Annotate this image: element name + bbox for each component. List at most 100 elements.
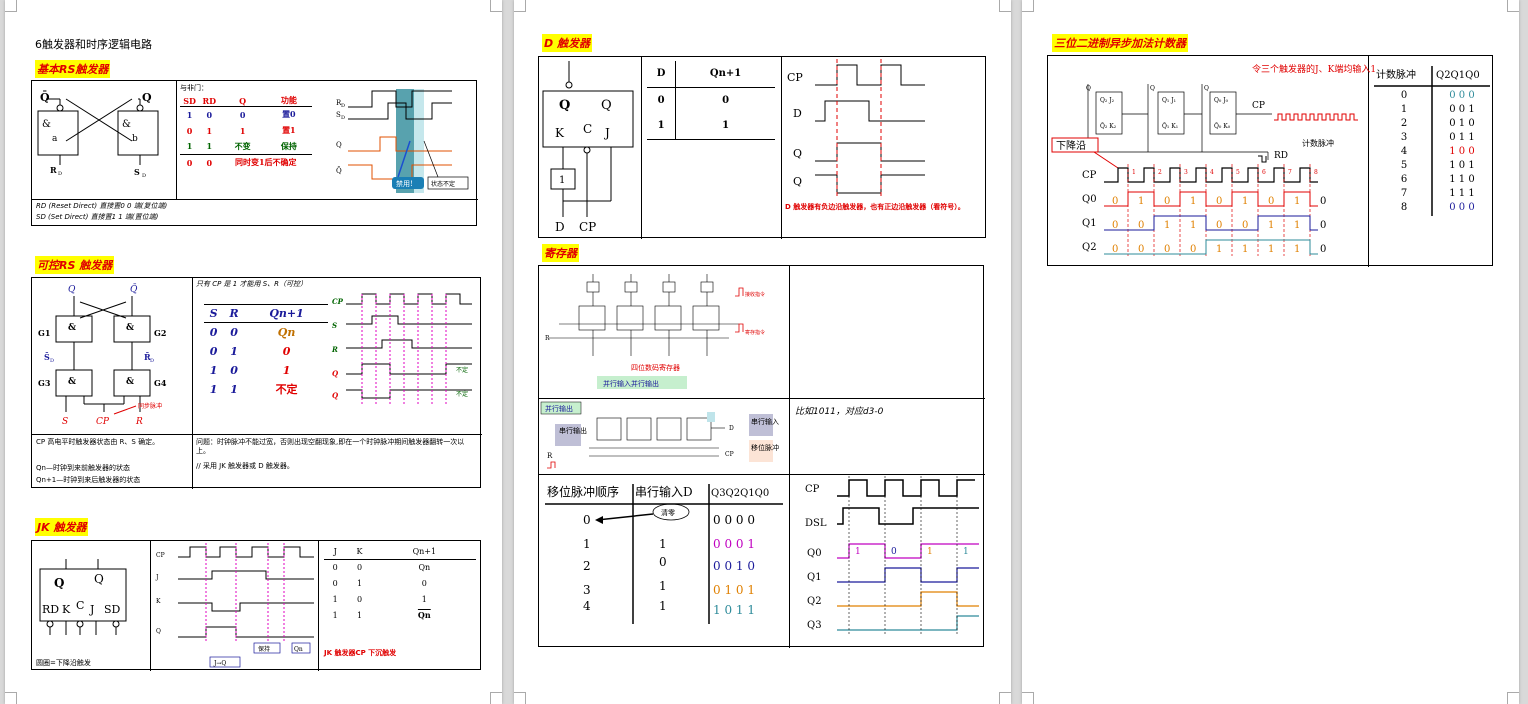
q1-value: 0 [1138, 220, 1144, 231]
note-right-2: // 采用 JK 触发器或 D 触发器。 [196, 462, 294, 470]
wave-label: DSL [805, 518, 827, 529]
register-section: R 接收指令 寄存指令 四位数码寄存器 并行输入并行输出 并行输出 串行输出 D [538, 265, 985, 648]
wave-label: Q1 [807, 572, 822, 583]
mode-label: 并行输入并行输出 [603, 379, 659, 388]
table-header: 移位脉冲顺序 [547, 484, 619, 499]
circle-note: 圆圈=下降沿触发 [36, 659, 91, 667]
svg-text:1: 1 [559, 175, 565, 186]
wave-note: 不定 [456, 366, 468, 374]
d-ff-note: D 触发器有负边沿触发器，也有正边沿触发器（看符号）。 [785, 203, 965, 211]
table-cell: 1 [332, 594, 338, 604]
heading-clocked-rs: 可控RS 触发器 [35, 256, 115, 274]
table-cell: 1 [421, 594, 427, 604]
svg-text:8: 8 [1314, 169, 1318, 176]
table-header: D [647, 61, 677, 87]
table-cell: 0 [206, 157, 213, 168]
q1-value: 0 [1216, 220, 1222, 231]
svg-text:6: 6 [1262, 169, 1266, 176]
clocked-rs-truth-table: S R Qn+1 0 0 Qn 0 1 0 1 0 1 1 1 [204, 304, 328, 399]
table-cell: 1 [1401, 104, 1407, 115]
svg-text:5: 5 [1236, 169, 1240, 176]
note-right-1: 问题：时钟脉冲不能过宽，否则出现空翻现象,即在一个时钟脉冲期间触发器翻转一次以上… [196, 438, 465, 455]
q0-value: 0 [1112, 196, 1118, 207]
table-cell: 1 [583, 537, 591, 551]
wave-note: 保持 [258, 645, 270, 653]
svg-text:Q: Q [559, 98, 570, 113]
gate-label: G4 [154, 378, 167, 388]
wave-label: Q [332, 369, 338, 378]
table-cell: 1 1 1 [1449, 188, 1474, 199]
svg-text:Q: Q [94, 572, 104, 586]
basic-rs-truth-table: SD RD Q 功能 1 0 0 置0 0 1 1 置1 1 1 不变 保持 [180, 95, 312, 171]
q2-value: 1 [1268, 244, 1274, 255]
counter-instruction: 令三个触发器的J、K端均输入1 [1252, 63, 1376, 75]
svg-text:3: 3 [1184, 169, 1188, 176]
table-cell: 0 [332, 578, 338, 588]
svg-text:1: 1 [1132, 169, 1136, 176]
q1-value: 0 [1242, 220, 1248, 231]
falling-edge-label: 下降沿 [1056, 139, 1086, 152]
basic-rs-circuit: Q̄ Q & a & b R D S D [37, 90, 159, 179]
svg-text:R̄: R̄ [144, 352, 151, 362]
table-cell: 0 [1401, 90, 1407, 101]
q0-value: 1 [1294, 196, 1300, 207]
svg-text:D: D [142, 173, 146, 179]
page-corner [514, 0, 526, 12]
clocked-rs-waveform: CP S R Q Q 不定 不定 [331, 293, 472, 404]
table-cell: 不定 [275, 383, 298, 396]
svg-text:Q̄₀ K₀: Q̄₀ K₀ [1214, 123, 1231, 130]
table-cell: Qn [417, 610, 431, 620]
page-2: D 触发器 Q Q K C J 1 D CP D [514, 0, 1011, 704]
table-cell: 0 [356, 594, 363, 604]
table-cell: 1 [186, 141, 193, 152]
nand-note: 与非门： [180, 84, 208, 92]
table-cell: 1 [209, 382, 218, 396]
svg-text:&: & [126, 323, 134, 333]
table-cell: 不变 [234, 140, 251, 151]
page-corner [999, 0, 1011, 12]
q2-value: 1 [1294, 244, 1300, 255]
svg-text:&: & [68, 323, 76, 333]
q1-value: 1 [1164, 220, 1170, 231]
wave-note: 禁用! [396, 180, 413, 188]
condition-note: 只有 CP 是 1 才能用 S、R（可控） [196, 280, 307, 288]
svg-text:S: S [336, 111, 341, 119]
table-cell: 0 0 1 0 [713, 559, 755, 573]
table-cell: 0 [206, 109, 213, 120]
table-header: Qn+1 [269, 307, 304, 320]
wave-label: Q0 [807, 548, 822, 559]
gate-label: G1 [38, 328, 50, 338]
table-cell: 3 [583, 583, 591, 597]
page-corner [490, 692, 502, 704]
pin-label: SD [104, 603, 121, 616]
svg-text:Q: Q [142, 91, 152, 104]
parallel-register-circuit: R 接收指令 寄存指令 四位数码寄存器 并行输入并行输出 [545, 274, 765, 389]
table-cell: 2 [1401, 118, 1407, 129]
table-header: 功能 [280, 95, 297, 105]
svg-text:Q̄₁ K₁: Q̄₁ K₁ [1162, 123, 1178, 130]
shift-waveform: CP DSL Q0 Q1 Q2 Q3 1 0 1 1 [805, 476, 979, 636]
clear-label: 清零 [661, 508, 675, 517]
register-title: 四位数码寄存器 [631, 363, 680, 372]
svg-text:Q₀ J₀: Q₀ J₀ [1214, 97, 1229, 104]
q0-value: 1 [1138, 196, 1144, 207]
wave-label: Q0 [1082, 194, 1097, 205]
clocked-rs-section: Q Q̄ & & & & G1 G2 G3 G4 S̄D R̄D [31, 277, 482, 489]
svg-text:D: D [58, 171, 62, 177]
note-rd: RD (Reset Direct) 直接置0 0 端(复位端) [36, 202, 168, 210]
example-note: 比如1011，对应d3-0 [795, 407, 884, 417]
note-left-3: Qn+1—时钟到来后触发器的状态 [36, 476, 141, 484]
jk-note: JK 触发器CP 下沉触发 [324, 649, 397, 657]
table-cell: 0 0 0 1 [713, 537, 755, 551]
page-corner [5, 0, 17, 12]
pin-label: K [62, 603, 71, 616]
q2-value: 0 [1112, 244, 1118, 255]
input-label: CP [96, 417, 110, 427]
table-header: Q3Q2Q1Q0 [711, 488, 769, 499]
table-header: 计数脉冲 [1376, 68, 1416, 81]
svg-text:Q: Q [1086, 85, 1091, 92]
wave-note: Qn [294, 646, 303, 653]
